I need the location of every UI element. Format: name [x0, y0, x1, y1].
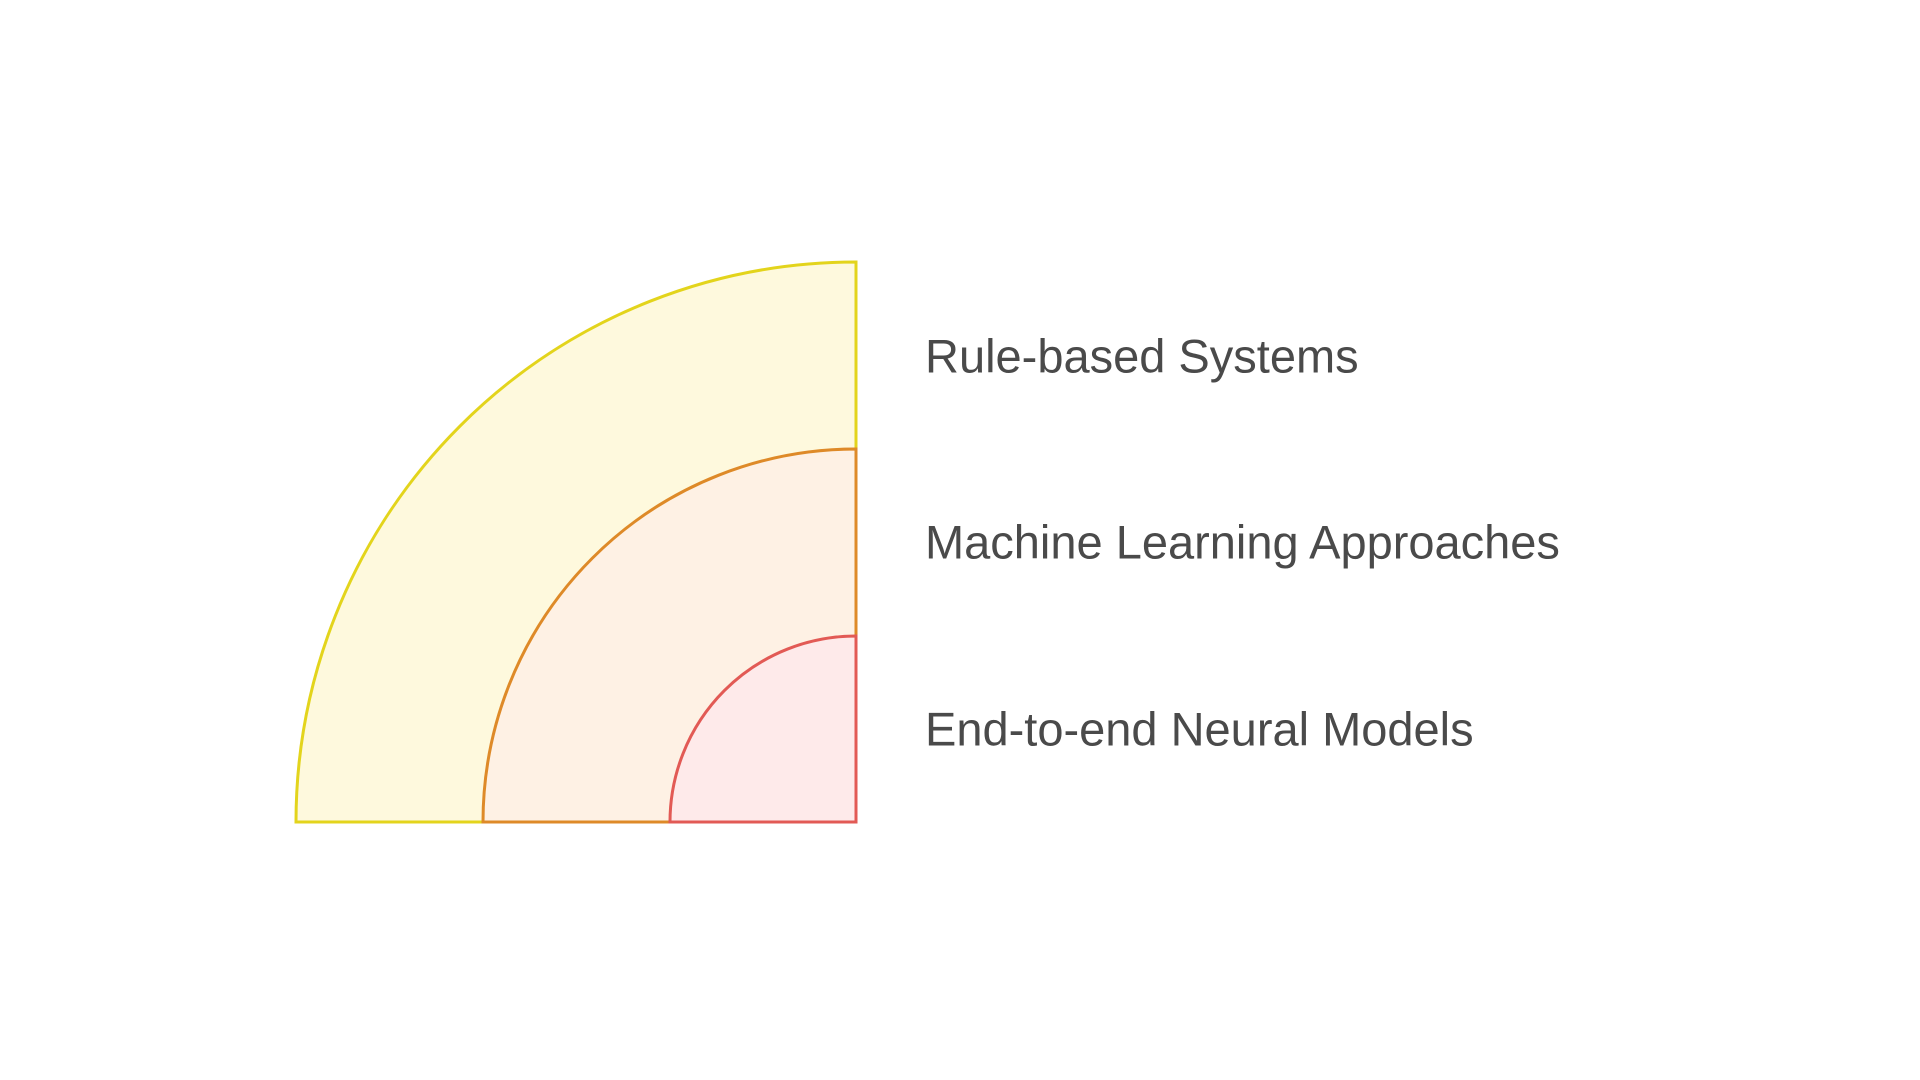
inner-layer-neural-models [668, 634, 858, 824]
layer-label-neural-models: End-to-end Neural Models [925, 702, 1474, 756]
layer-label-machine-learning: Machine Learning Approaches [925, 515, 1560, 569]
layer-label-rule-based: Rule-based Systems [925, 329, 1359, 383]
